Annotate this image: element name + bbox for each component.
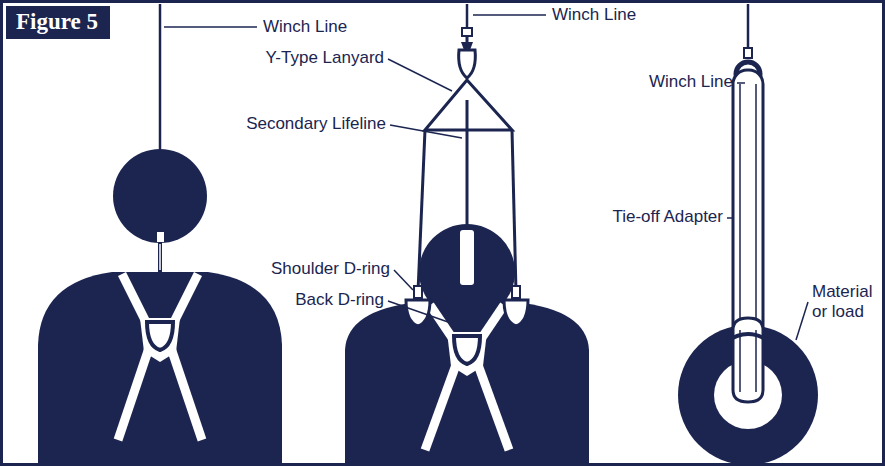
part-label: Y-Type Lanyard — [266, 48, 384, 68]
figure-title: Figure 5 — [6, 6, 110, 39]
part-label: Winch Line — [263, 17, 347, 37]
part-label: Shoulder D-ring — [271, 259, 390, 279]
part-label: Tie-off Adapter — [612, 207, 723, 227]
part-label: Back D-ring — [295, 290, 384, 310]
part-label: Winch Line — [552, 5, 636, 25]
part-label: Material or load — [812, 282, 880, 321]
part-label: Winch Line — [649, 72, 733, 92]
part-label: Secondary Lifeline — [246, 114, 386, 134]
